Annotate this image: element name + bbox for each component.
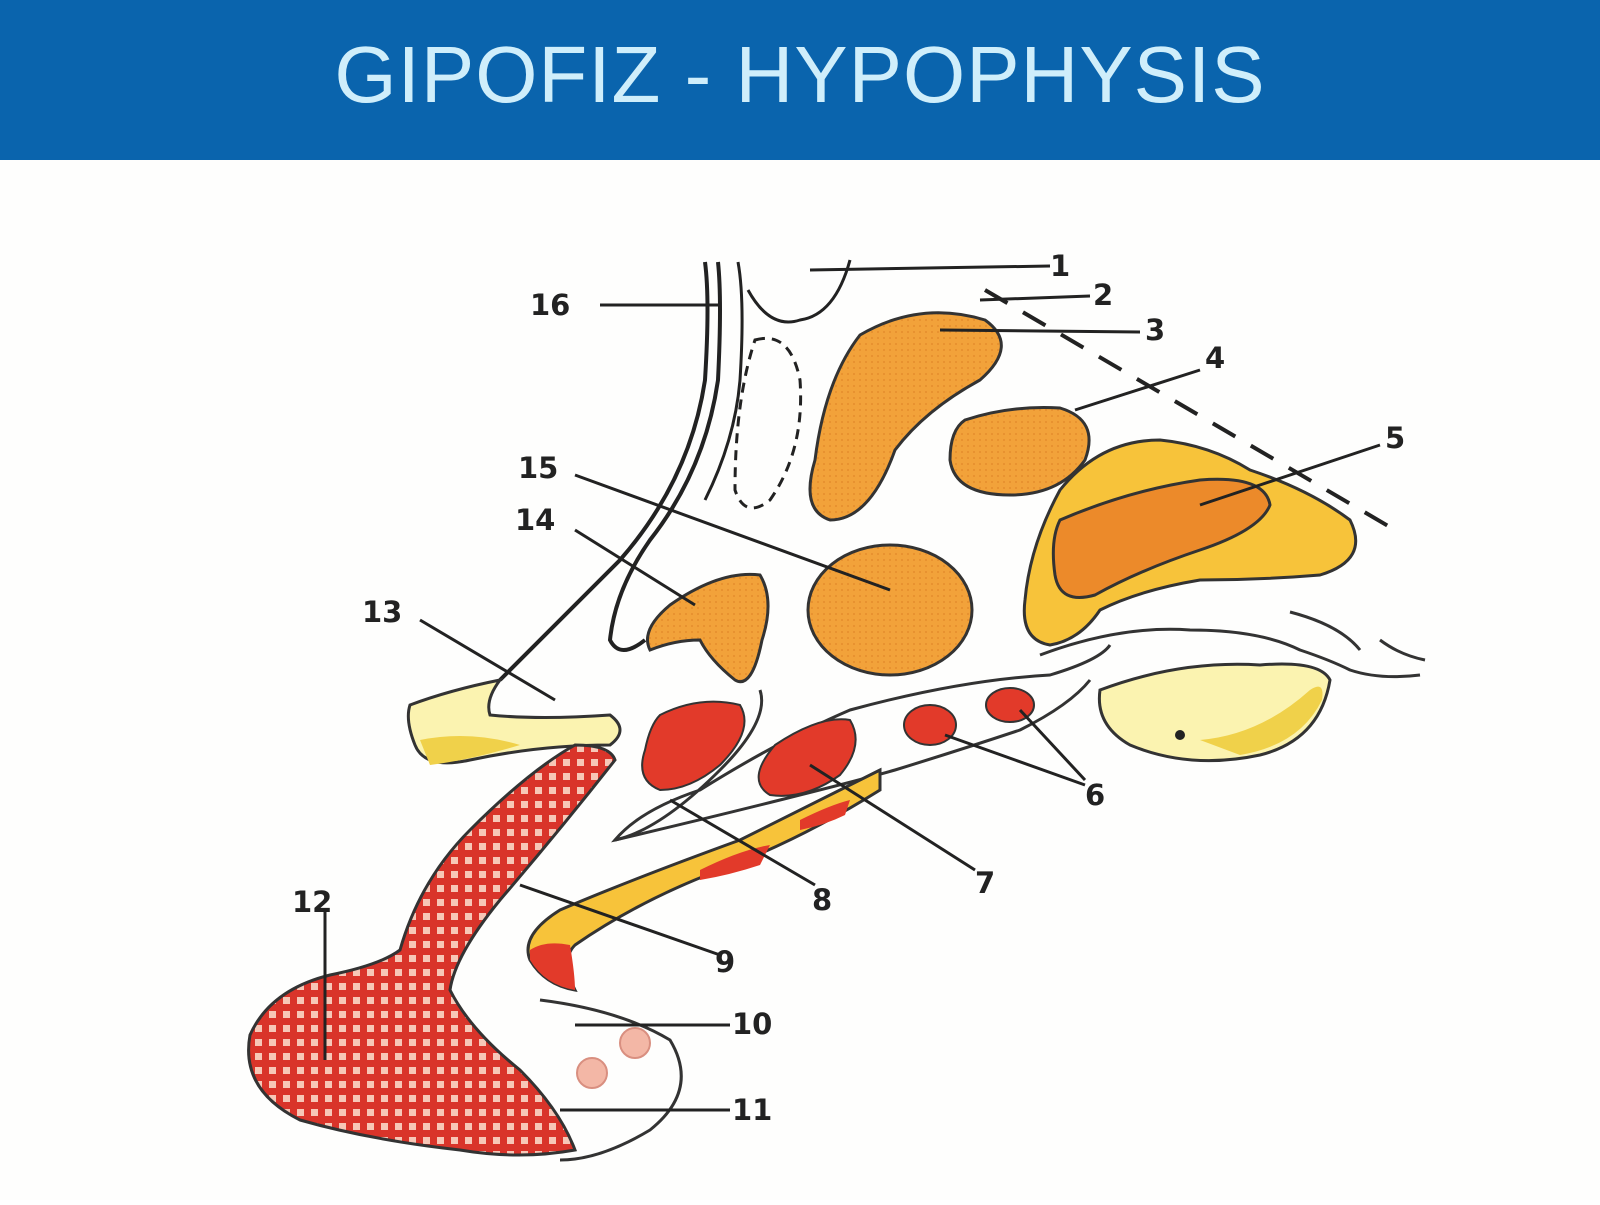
label-3: 3	[1145, 313, 1165, 347]
label-12: 12	[292, 885, 332, 919]
label-5: 5	[1385, 421, 1405, 455]
leader-line-7	[809, 763, 976, 872]
orange-mass-3	[808, 311, 1003, 522]
orange-mass-4	[948, 406, 1091, 497]
neural-tube-inner-wall	[607, 261, 722, 652]
red-stalk-12	[247, 743, 617, 1157]
dashed-boundary-line	[983, 288, 1397, 532]
label-10: 10	[732, 1007, 772, 1041]
gland-outline	[539, 998, 683, 1162]
label-14: 14	[515, 503, 555, 537]
label-11: 11	[732, 1093, 772, 1127]
orange-mass-14	[646, 572, 770, 684]
leader-line-8	[669, 798, 816, 887]
label-7: 7	[975, 866, 995, 900]
label-1: 1	[1050, 249, 1070, 283]
pink-dot-a	[619, 1027, 651, 1059]
rathke-pouch-outline	[611, 644, 1112, 843]
diagram-area: 1 2 3 4 5 6 7 8 9 10 11 12 13 14 15 16	[0, 160, 1600, 1200]
label-13: 13	[362, 595, 402, 629]
leader-lines	[323, 264, 1381, 1112]
title-bar: GIPOFIZ - HYPOPHYSIS	[0, 0, 1600, 160]
outer-wavy-line	[1039, 610, 1426, 679]
stalk-lower-outline	[614, 679, 1092, 842]
red-cluster-8	[641, 700, 746, 792]
label-8: 8	[812, 883, 832, 917]
leader-line-9	[519, 883, 721, 957]
dashed-vessel-outline	[733, 337, 803, 510]
slide-title: GIPOFIZ - HYPOPHYSIS	[334, 30, 1266, 119]
leader-line-1	[809, 264, 1051, 272]
leader-line-6a	[944, 733, 1086, 787]
leader-line-3	[939, 328, 1141, 334]
label-4: 4	[1205, 341, 1225, 375]
hypophysis-diagram: 1 2 3 4 5 6 7 8 9 10 11 12 13 14 15 16	[247, 249, 1426, 1162]
leader-line-6b	[1018, 708, 1087, 782]
yellow-cap-shade	[1200, 686, 1323, 755]
red-cluster-6a	[903, 704, 957, 746]
neural-tube-left-wall	[498, 261, 710, 682]
orange-mass-5-inner	[1051, 477, 1272, 599]
label-9: 9	[715, 945, 735, 979]
neural-tube-right-wall	[703, 261, 744, 501]
leader-line-13	[419, 618, 556, 702]
yellow-stalk-13-shade	[420, 736, 520, 765]
leader-line-5	[1199, 443, 1381, 507]
infundibulum-curve	[746, 259, 852, 324]
leader-line-15	[574, 473, 891, 592]
red-strip-spots	[530, 800, 850, 990]
label-2: 2	[1093, 278, 1113, 312]
orange-mass-15	[806, 543, 974, 677]
pink-dot-b	[576, 1057, 608, 1089]
red-cluster-7	[757, 718, 857, 797]
label-16: 16	[530, 288, 570, 322]
leader-line-14	[574, 528, 696, 607]
leader-line-4	[1074, 368, 1201, 412]
leader-line-2	[979, 294, 1091, 302]
label-15: 15	[518, 451, 558, 485]
label-6: 6	[1085, 778, 1105, 812]
cap-dot	[1175, 730, 1185, 740]
